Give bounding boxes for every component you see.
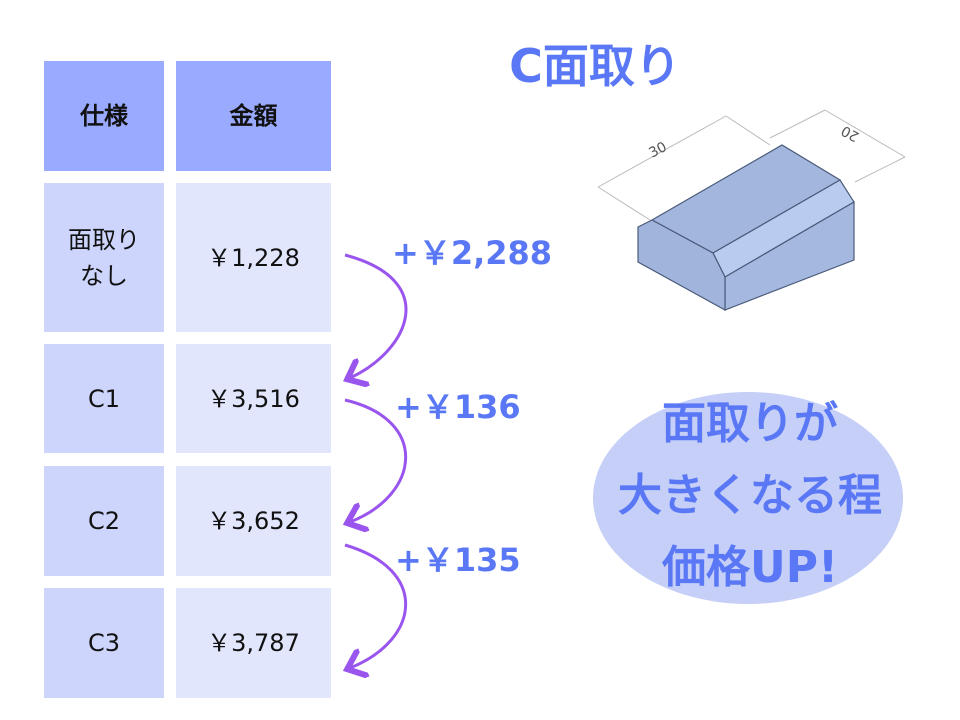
curved-arrow (345, 398, 408, 522)
increment-label: +￥136 (395, 388, 521, 426)
dim-length: 30 (646, 139, 669, 161)
price-cell: ￥3,787 (176, 588, 331, 698)
header-spec: 仕様 (44, 61, 164, 171)
spec-cell: C3 (44, 588, 164, 698)
increment-label: +￥135 (395, 541, 521, 579)
callout-ellipse (593, 392, 903, 604)
price-cell: ￥3,516 (176, 344, 331, 453)
dim-width: 20 (839, 122, 862, 144)
page-title: C面取り (509, 39, 681, 93)
spec-cell: C2 (44, 466, 164, 576)
curved-arrow (345, 253, 408, 378)
callout-text: 面取りが 大きくなる程 価格UP! (560, 388, 940, 604)
curved-arrow (345, 543, 408, 668)
callout-line: 価格UP! (661, 542, 839, 593)
callout-line: 面取りが (662, 398, 838, 449)
price-cell: ￥3,652 (176, 466, 331, 576)
price-cell: ￥1,228 (176, 183, 331, 332)
callout-line: 大きくなる程 (618, 470, 882, 521)
chamfer-block-diagram: 30 20 (597, 109, 906, 312)
spec-cell: C1 (44, 344, 164, 453)
header-price: 金額 (176, 61, 331, 171)
increment-label: +￥2,288 (392, 234, 553, 272)
spec-cell: 面取り なし (44, 183, 164, 332)
